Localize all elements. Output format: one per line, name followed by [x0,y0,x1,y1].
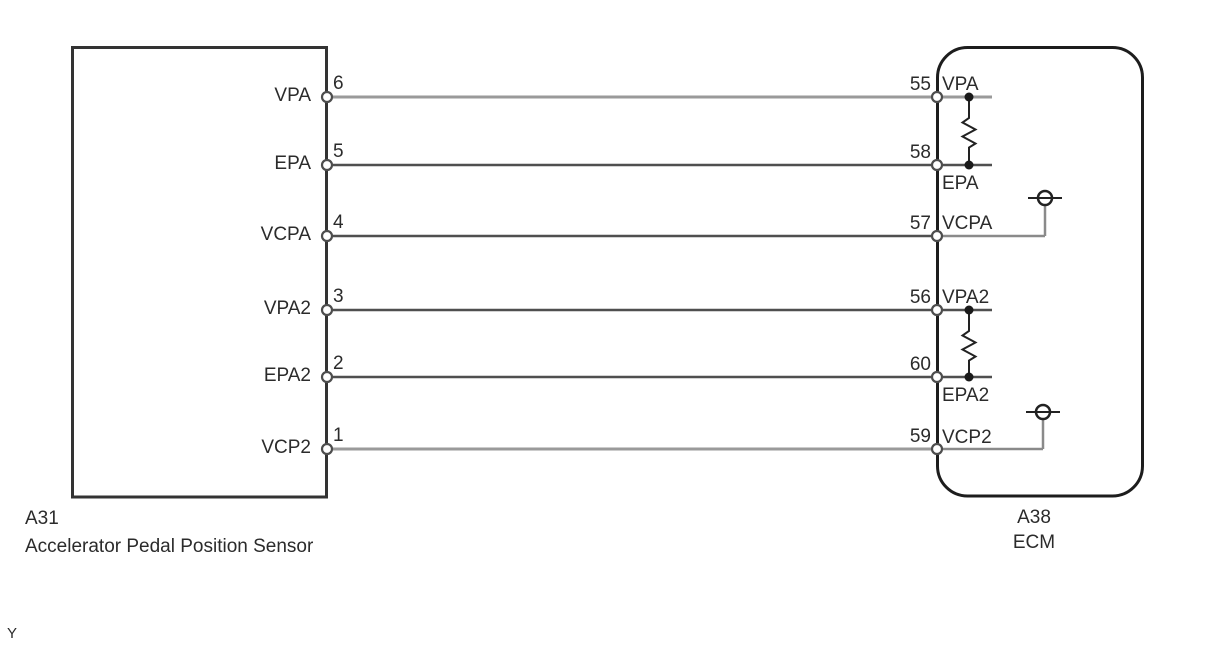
sensor-signal-label: EPA [274,153,311,174]
sensor-name-label: Accelerator Pedal Position Sensor [25,536,314,557]
resistor-icon [960,99,978,163]
ecm-pin-number: 55 [910,74,931,95]
sensor-signal-label: EPA2 [264,365,311,386]
ecm-signal-label: VPA [942,74,979,95]
ecm-signal-label: VPA2 [942,287,989,308]
ecm-pin-number: 60 [910,354,931,375]
sensor-box [71,46,328,499]
junction-dot [964,372,974,382]
pin-terminal [320,229,334,243]
sensor-pin-number: 3 [333,286,344,307]
pin-terminal [930,303,944,317]
ecm-pin-number: 59 [910,426,931,447]
pin-terminal [320,90,334,104]
resistor-icon [960,312,978,375]
ecm-pin-number: 57 [910,213,931,234]
junction-dot [964,92,974,102]
ecm-box [936,46,1144,498]
pin-terminal [320,303,334,317]
sensor-pin-number: 2 [333,353,344,374]
sensor-signal-label: VCPA [261,224,312,245]
sensor-code-label: A31 [25,508,59,529]
shield-ground-icon [1028,189,1062,207]
pin-terminal [930,370,944,384]
sensor-pin-number: 4 [333,212,344,233]
pin-terminal [930,442,944,456]
sensor-pin-number: 5 [333,141,344,162]
ecm-signal-label: VCP2 [942,427,992,448]
sensor-signal-label: VPA [274,85,311,106]
ecm-code-label: A38 [1017,507,1051,528]
ecm-signal-label: EPA2 [942,385,989,406]
pin-terminal [930,158,944,172]
pin-terminal [320,158,334,172]
ecm-signal-label: EPA [942,173,979,194]
ecm-pin-number: 56 [910,287,931,308]
ecm-pin-number: 58 [910,142,931,163]
footnote-marker: Y [7,625,17,642]
ecm-name-label: ECM [1013,532,1055,553]
pin-terminal [320,370,334,384]
junction-dot [964,305,974,315]
sensor-signal-label: VPA2 [264,298,311,319]
pin-terminal [320,442,334,456]
ecm-signal-label: VCPA [942,213,993,234]
pin-terminal [930,229,944,243]
sensor-signal-label: VCP2 [261,437,311,458]
sensor-pin-number: 1 [333,425,344,446]
junction-dot [964,160,974,170]
shield-ground-icon [1026,403,1060,421]
pin-terminal [930,90,944,104]
sensor-pin-number: 6 [333,73,344,94]
